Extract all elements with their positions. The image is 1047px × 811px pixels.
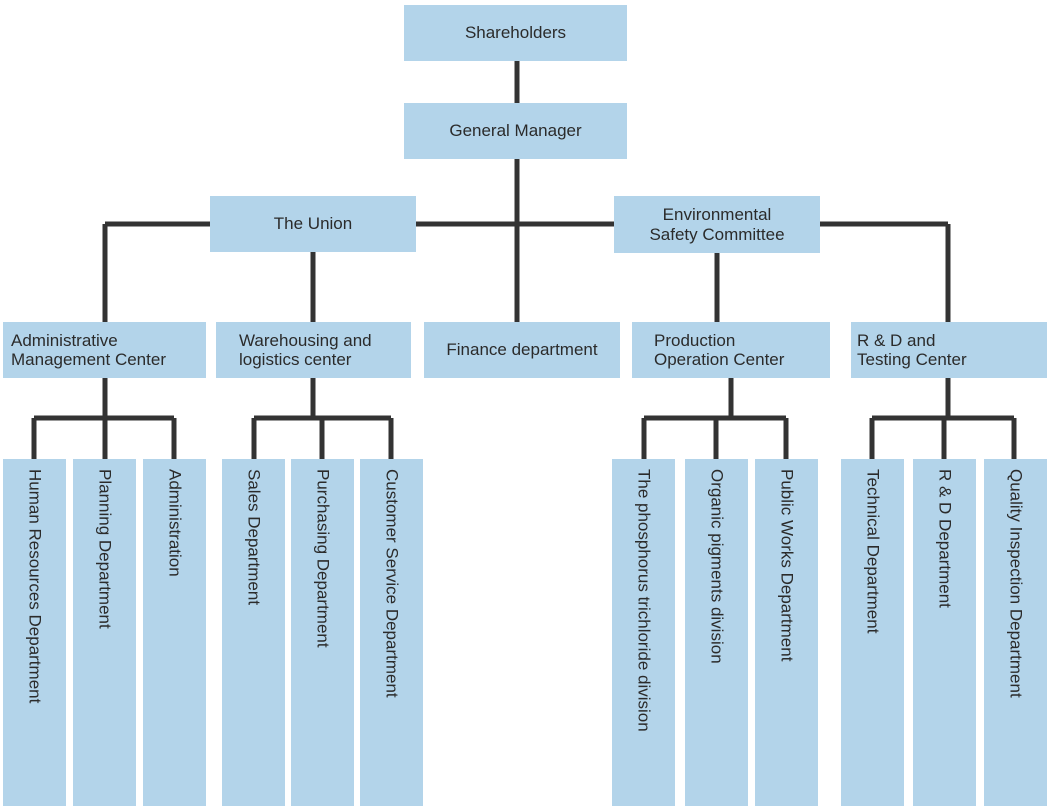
node-label: R & D Department	[935, 469, 954, 608]
node-warehousing-and-logistics-center[interactable]: Warehousing and logistics center	[216, 322, 411, 378]
node-label: Sales Department	[244, 469, 263, 606]
node-quality-inspection-department[interactable]: Quality Inspection Department	[984, 459, 1047, 806]
node-rd-and-testing-center[interactable]: R & D and Testing Center	[851, 322, 1047, 378]
node-label: Public Works Department	[777, 469, 796, 662]
node-organic-pigments-division[interactable]: Organic pigments division	[685, 459, 748, 806]
node-label: General Manager	[449, 121, 582, 141]
node-the-phosphorus-trichloride-division[interactable]: The phosphorus trichloride division	[612, 459, 675, 806]
node-label: Customer Service Department	[382, 469, 401, 698]
node-label: The Union	[273, 214, 353, 234]
node-label: Administrative Management Center	[11, 330, 166, 369]
node-label: Technical Department	[863, 469, 882, 634]
node-label: Warehousing and logistics center	[239, 330, 372, 369]
node-label: Human Resources Department	[25, 469, 44, 704]
node-label: Production Operation Center	[654, 330, 785, 369]
node-label: Finance department	[446, 340, 598, 360]
node-label: Purchasing Department	[313, 469, 332, 648]
node-finance-department[interactable]: Finance department	[424, 322, 620, 378]
node-administration[interactable]: Administration	[143, 459, 206, 806]
node-label: R & D and Testing Center	[857, 330, 967, 369]
node-sales-department[interactable]: Sales Department	[222, 459, 285, 806]
node-technical-department[interactable]: Technical Department	[841, 459, 904, 806]
node-label: Quality Inspection Department	[1006, 469, 1025, 698]
node-label: Administration	[165, 469, 184, 577]
node-public-works-department[interactable]: Public Works Department	[755, 459, 818, 806]
node-shareholders[interactable]: Shareholders	[404, 5, 627, 61]
node-label: The phosphorus trichloride division	[634, 469, 653, 732]
node-purchasing-department[interactable]: Purchasing Department	[291, 459, 354, 806]
node-planning-department[interactable]: Planning Department	[73, 459, 136, 806]
node-production-operation-center[interactable]: Production Operation Center	[632, 322, 830, 378]
node-administrative-management-center[interactable]: Administrative Management Center	[3, 322, 206, 378]
node-general-manager[interactable]: General Manager	[404, 103, 627, 159]
node-label: Environmental Safety Committee	[649, 205, 785, 244]
node-customer-service-department[interactable]: Customer Service Department	[360, 459, 423, 806]
node-rd-department[interactable]: R & D Department	[913, 459, 976, 806]
node-label: Planning Department	[95, 469, 114, 629]
node-human-resources-department[interactable]: Human Resources Department	[3, 459, 66, 806]
node-the-union[interactable]: The Union	[210, 196, 416, 252]
node-label: Organic pigments division	[707, 469, 726, 664]
node-label: Shareholders	[464, 23, 567, 43]
node-environmental-safety-committee[interactable]: Environmental Safety Committee	[614, 196, 820, 253]
